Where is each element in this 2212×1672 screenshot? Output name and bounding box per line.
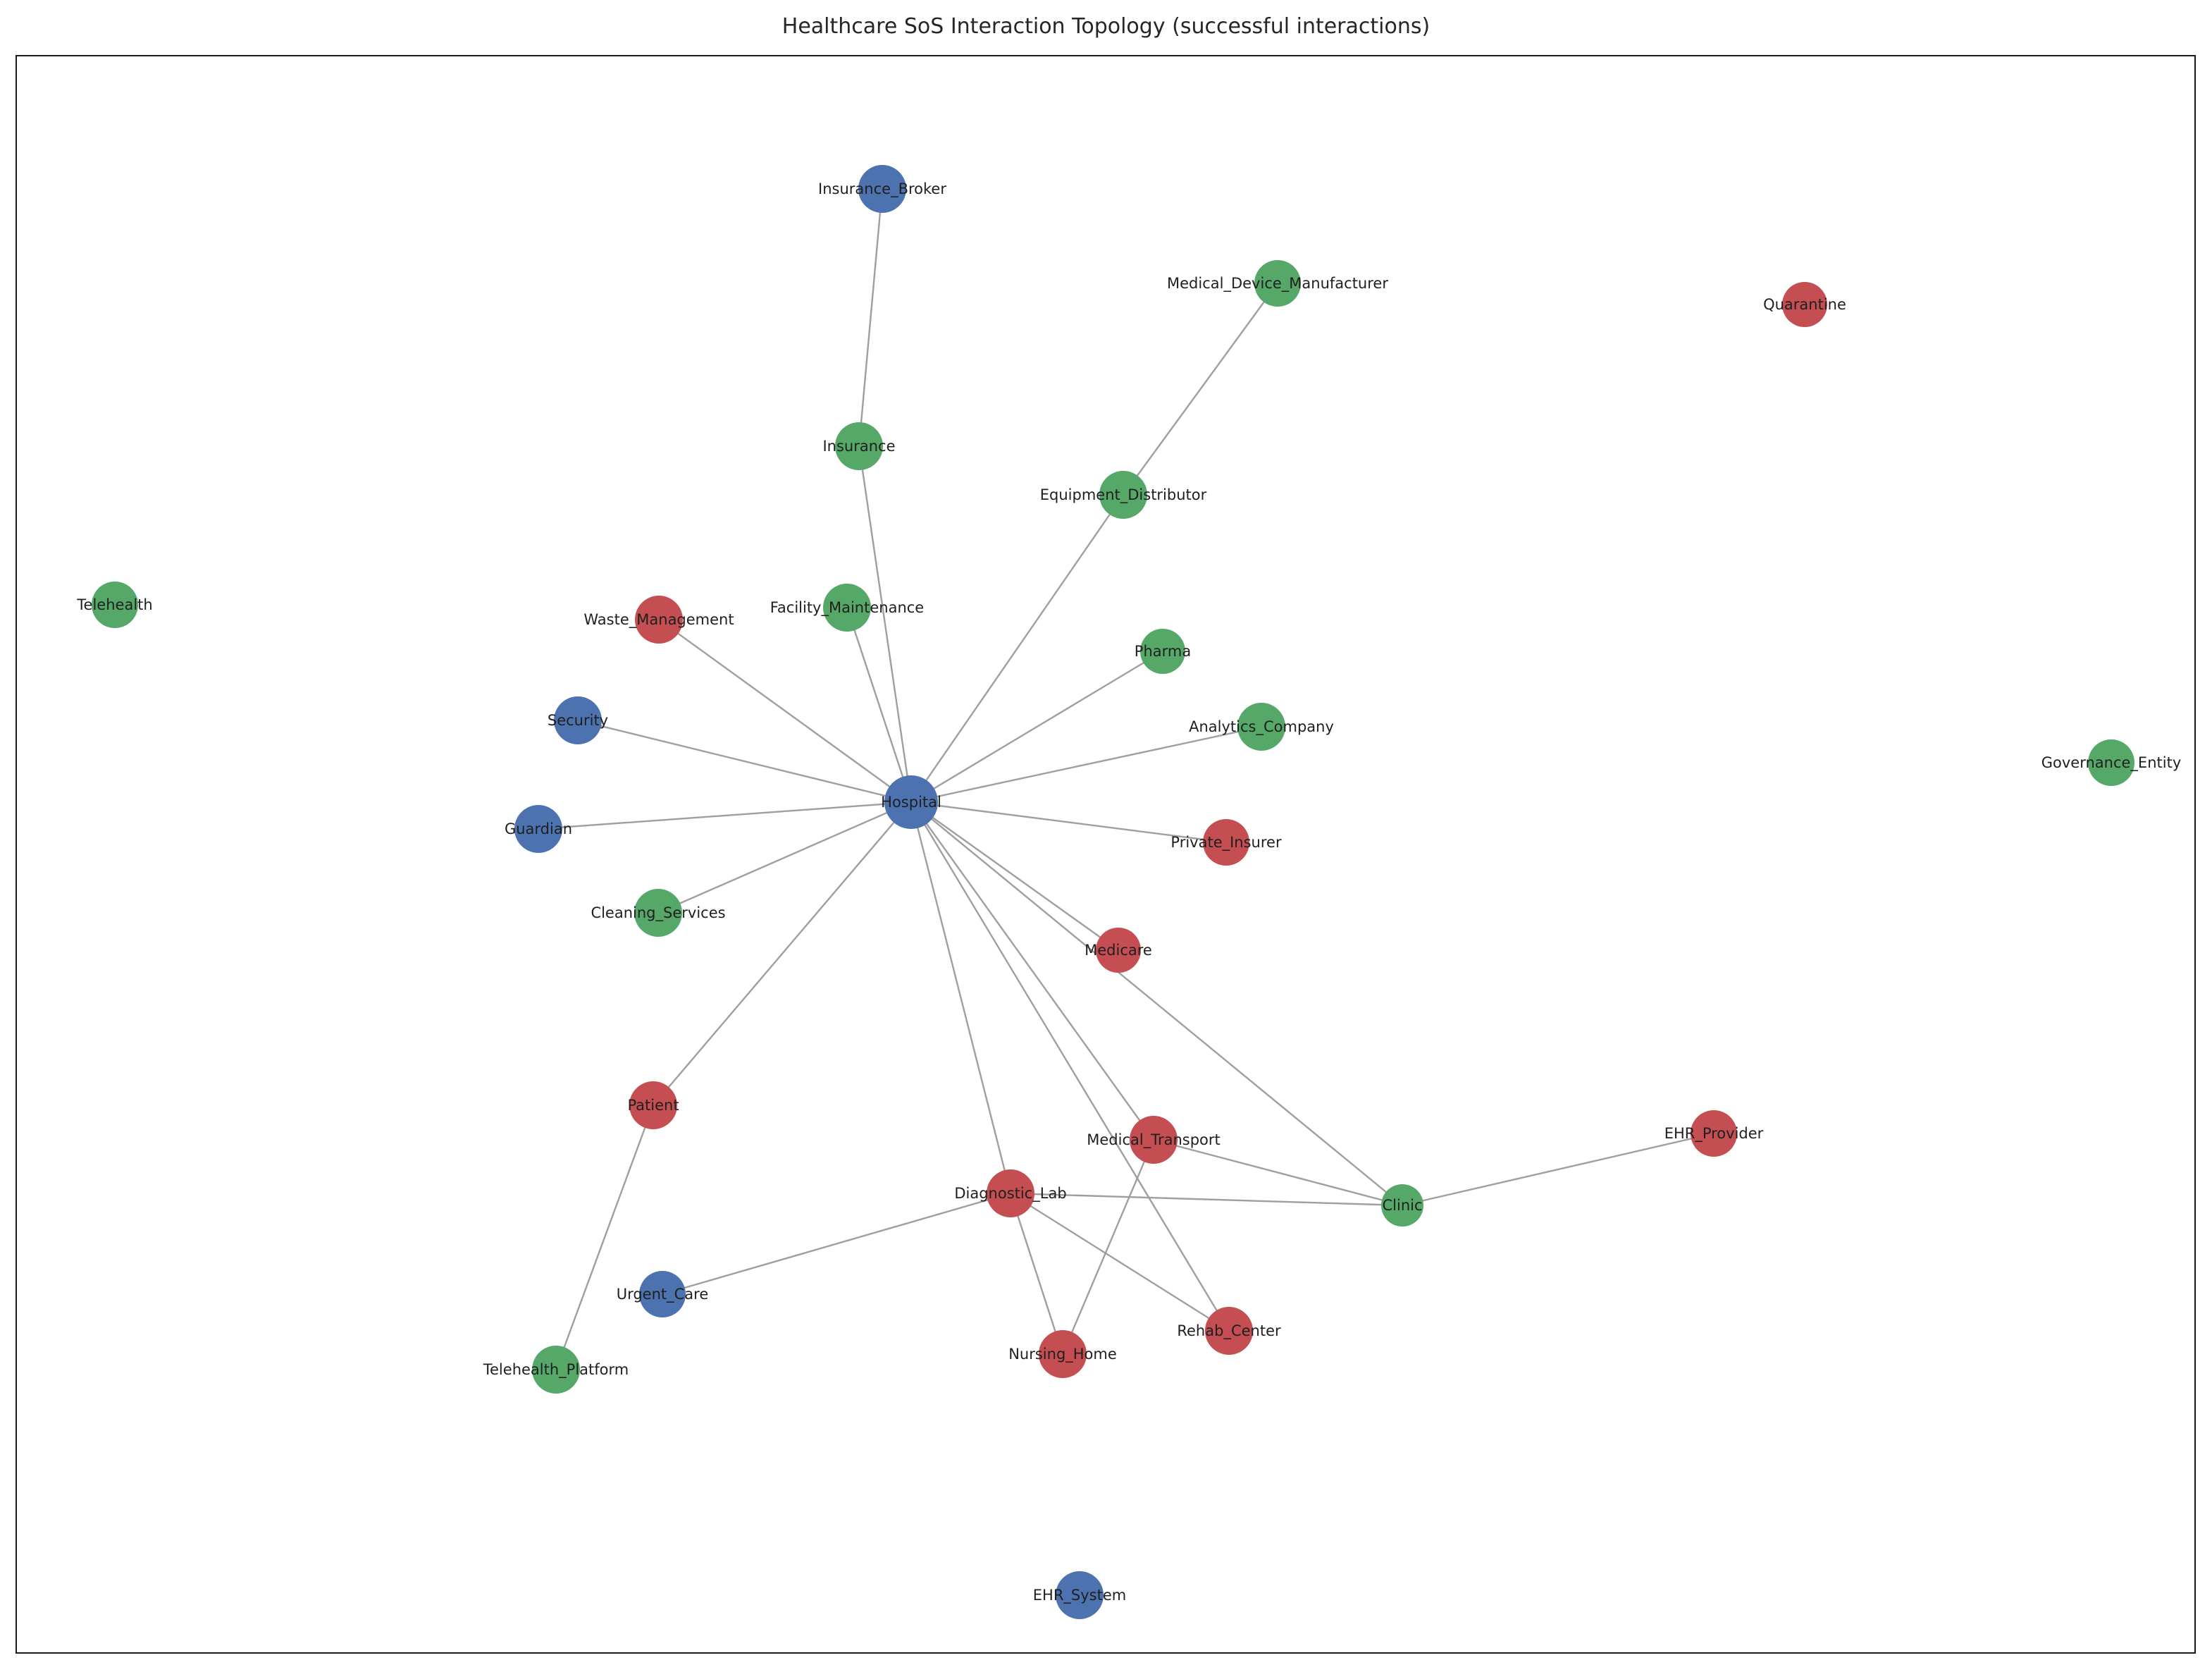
node-circle: [1099, 471, 1147, 519]
node-circle: [1782, 282, 1827, 327]
node-circle: [639, 1271, 686, 1317]
node-circle: [634, 889, 682, 937]
node-circle: [635, 596, 683, 644]
graph-node-diagnostic-lab[interactable]: Diagnostic_Lab: [954, 1169, 1067, 1217]
graph-node-rehab-center[interactable]: Rehab_Center: [1177, 1307, 1281, 1355]
node-circle: [554, 696, 602, 744]
node-circle: [1140, 629, 1185, 674]
node-circle: [1254, 260, 1301, 307]
plot-frame: [16, 55, 2196, 1654]
graph-node-hospital[interactable]: Hospital: [881, 775, 941, 829]
graph-node-ehr-provider[interactable]: EHR_Provider: [1664, 1110, 1763, 1157]
graph-node-quarantine[interactable]: Quarantine: [1763, 282, 1846, 327]
graph-node-medical-device-manufacturer[interactable]: Medical_Device_Manufacturer: [1167, 260, 1388, 307]
graph-node-governance-entity[interactable]: Governance_Entity: [2041, 739, 2181, 786]
node-circle: [835, 422, 883, 470]
graph-node-equipment-distributor[interactable]: Equipment_Distributor: [1040, 471, 1206, 519]
node-circle: [884, 775, 938, 829]
graph-node-analytics-company[interactable]: Analytics_Company: [1189, 703, 1334, 751]
graph-node-nursing-home[interactable]: Nursing_Home: [1008, 1330, 1117, 1378]
node-circle: [1130, 1116, 1178, 1164]
graph-node-cleaning-services[interactable]: Cleaning_Services: [591, 889, 726, 937]
node-circle: [1056, 1571, 1104, 1619]
node-circle: [1203, 819, 1249, 866]
node-circle: [2088, 739, 2134, 786]
graph-node-insurance-broker[interactable]: Insurance_Broker: [818, 165, 946, 213]
graph-node-urgent-care[interactable]: Urgent_Care: [617, 1271, 708, 1317]
node-circle: [1381, 1184, 1423, 1227]
node-circle: [1205, 1307, 1253, 1355]
graph-node-medical-transport[interactable]: Medical_Transport: [1087, 1116, 1221, 1164]
node-circle: [858, 165, 906, 213]
graph-node-ehr-system[interactable]: EHR_System: [1033, 1571, 1126, 1619]
node-circle: [514, 805, 562, 853]
graph-node-guardian[interactable]: Guardian: [505, 805, 572, 853]
graph-node-security[interactable]: Security: [548, 696, 608, 744]
node-circle: [532, 1346, 580, 1394]
node-circle: [92, 582, 138, 628]
node-circle: [823, 584, 871, 632]
graph-node-facility-maintenance[interactable]: Facility_Maintenance: [770, 584, 924, 632]
node-circle: [987, 1169, 1034, 1217]
node-circle: [1096, 928, 1141, 973]
graph-node-medicare[interactable]: Medicare: [1085, 928, 1152, 973]
graph-node-waste-management[interactable]: Waste_Management: [583, 596, 734, 644]
page-title: Healthcare SoS Interaction Topology (suc…: [781, 14, 1431, 39]
graph-node-clinic[interactable]: Clinic: [1381, 1184, 1423, 1227]
node-circle: [1237, 703, 1285, 751]
graph-node-insurance[interactable]: Insurance: [822, 422, 896, 470]
node-circle: [1691, 1110, 1737, 1157]
graph-node-telehealth[interactable]: Telehealth: [77, 582, 153, 628]
graph-node-pharma[interactable]: Pharma: [1135, 629, 1191, 674]
graph-node-telehealth-platform[interactable]: Telehealth_Platform: [483, 1346, 629, 1394]
graph-node-private-insurer[interactable]: Private_Insurer: [1170, 819, 1282, 866]
node-circle: [1039, 1330, 1087, 1378]
graph-node-patient[interactable]: Patient: [627, 1081, 679, 1129]
node-circle: [629, 1081, 677, 1129]
